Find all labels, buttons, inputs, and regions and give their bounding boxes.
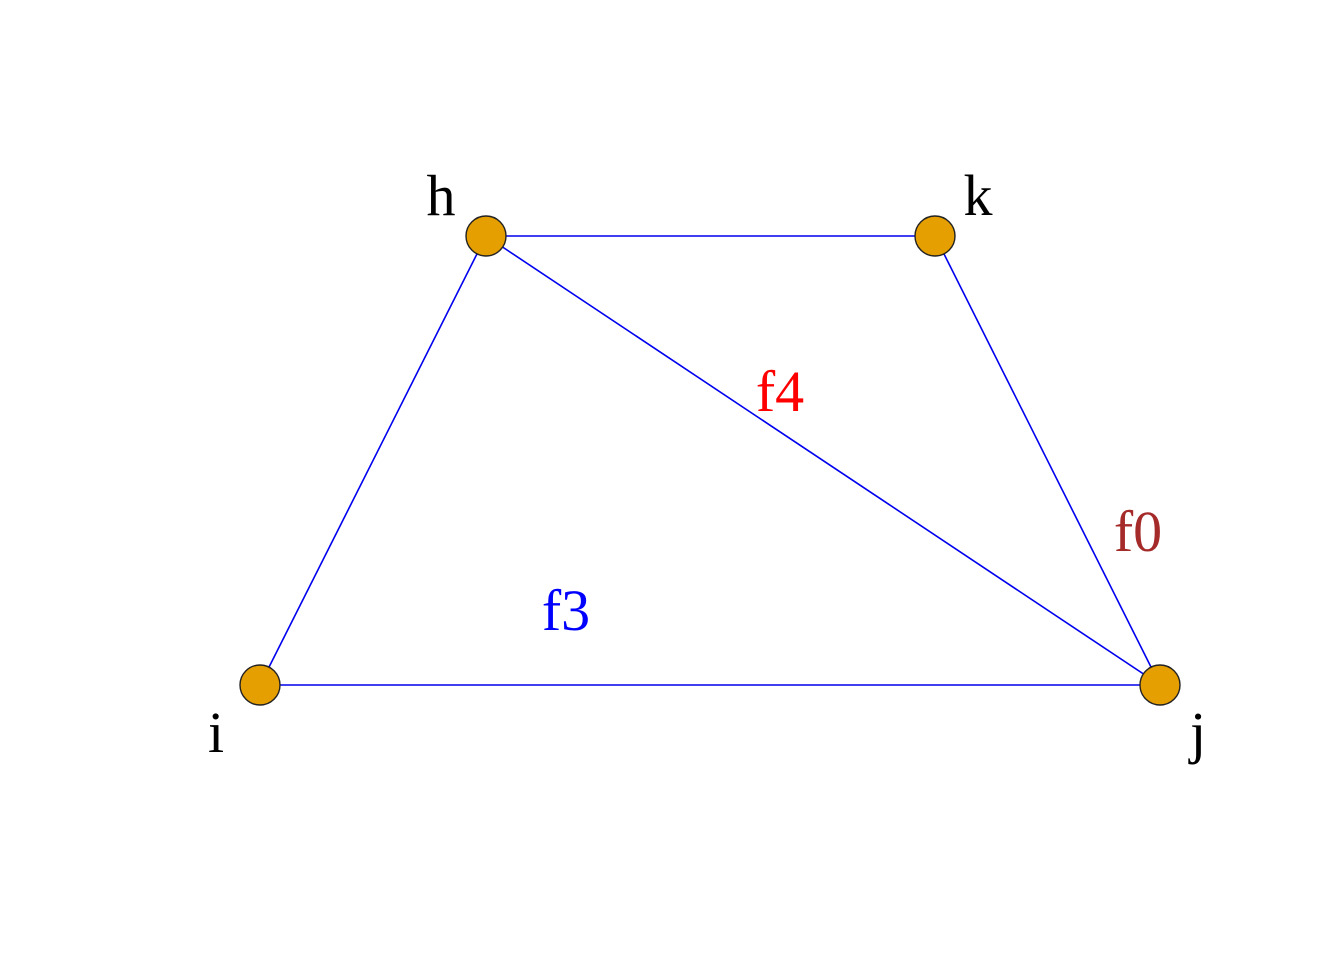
vertex-i [239, 664, 281, 706]
edge-h-j [485, 235, 1161, 686]
edge-h-i [259, 235, 487, 686]
nodes-layer [239, 215, 1181, 706]
face-label-f0: f0 [1114, 499, 1162, 564]
vertex-j [1139, 664, 1181, 706]
vertex-k [914, 215, 956, 257]
edges-layer [259, 235, 1161, 686]
vertex-label-i: i [208, 700, 224, 765]
vertex-label-j: j [1188, 700, 1206, 765]
face-labels-layer: f4 f0 f3 [542, 359, 1162, 643]
face-label-f3: f3 [542, 578, 590, 643]
vertex-label-h: h [427, 163, 456, 228]
vertex-labels-layer: h k i j [208, 163, 1206, 765]
vertex-h [465, 215, 507, 257]
edge-k-j [934, 235, 1161, 686]
face-label-f4: f4 [756, 359, 804, 424]
vertex-label-k: k [964, 163, 993, 228]
